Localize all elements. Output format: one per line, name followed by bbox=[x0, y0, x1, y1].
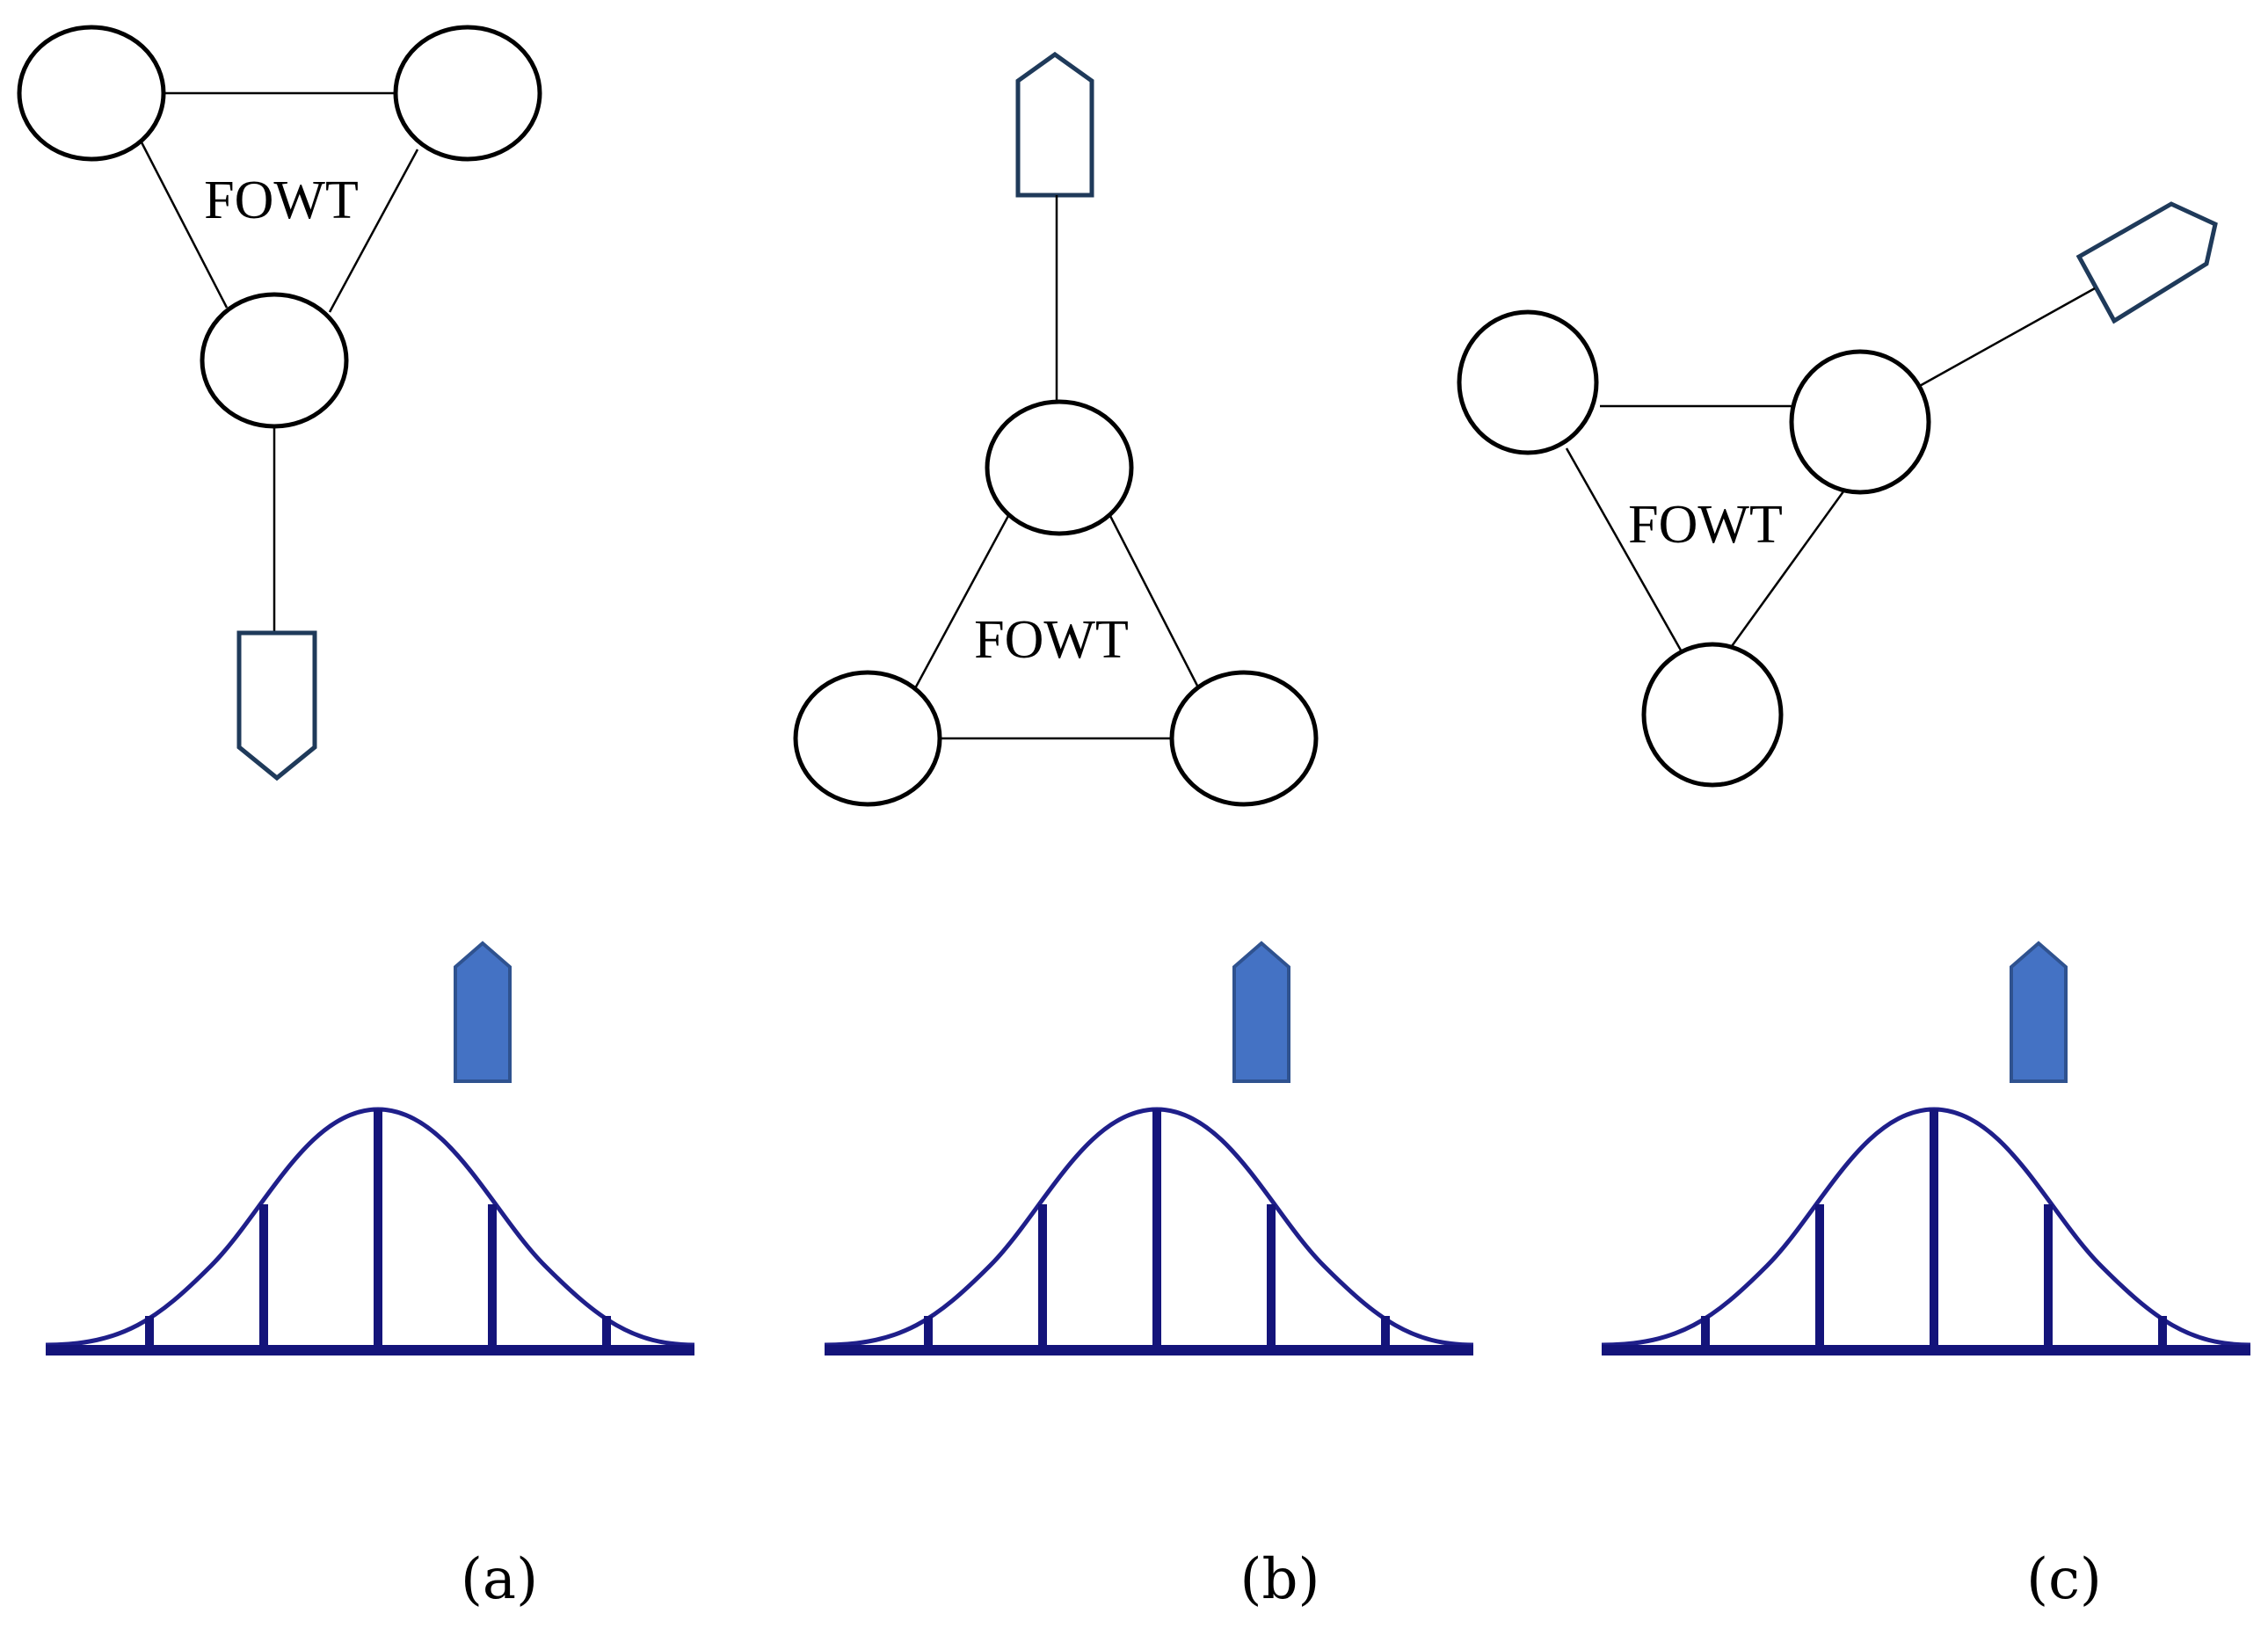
float-column bbox=[393, 25, 542, 162]
panel-c-spectrum bbox=[1601, 941, 2251, 1355]
vessel-filled-icon bbox=[454, 941, 512, 1083]
fowt-label: FOWT bbox=[1628, 495, 1783, 555]
brace-line bbox=[1565, 447, 1685, 656]
panel-a-spectrum bbox=[45, 941, 695, 1355]
float-column bbox=[985, 399, 1134, 536]
panel-label-a: (a) bbox=[461, 1547, 538, 1612]
float-column bbox=[1641, 642, 1784, 788]
fowt-label: FOWT bbox=[974, 610, 1129, 670]
brace-line bbox=[139, 140, 229, 309]
vessel-outline-icon bbox=[2075, 201, 2218, 324]
wave-spectrum-curve bbox=[824, 1107, 1474, 1348]
float-column bbox=[793, 670, 942, 807]
vessel-outline-icon bbox=[236, 630, 317, 781]
brace-line bbox=[328, 149, 419, 313]
panel-label-c: (c) bbox=[2026, 1547, 2102, 1612]
brace-line bbox=[912, 513, 1011, 691]
mooring-line bbox=[1917, 287, 2096, 389]
float-column bbox=[1169, 670, 1319, 807]
float-column bbox=[1789, 349, 1931, 495]
panel-b-diagram: FOWT bbox=[793, 51, 1319, 807]
fowt-label: FOWT bbox=[204, 171, 359, 230]
float-column bbox=[17, 25, 166, 162]
panel-label-b: (b) bbox=[1240, 1547, 1320, 1612]
wave-spectrum-curve bbox=[45, 1107, 695, 1348]
vessel-outline-icon bbox=[1015, 51, 1094, 198]
vessel-filled-icon bbox=[2010, 941, 2068, 1083]
vessel-filled-icon bbox=[1232, 941, 1290, 1083]
float-column bbox=[200, 292, 349, 429]
panel-c-diagram: FOWT bbox=[1457, 201, 2218, 788]
wave-spectrum-curve bbox=[1601, 1107, 2251, 1348]
brace-line bbox=[1726, 487, 1848, 653]
panel-b-spectrum bbox=[824, 941, 1474, 1355]
brace-line bbox=[1108, 513, 1199, 687]
float-column bbox=[1457, 309, 1599, 455]
panel-a-diagram: FOWT bbox=[17, 25, 542, 781]
